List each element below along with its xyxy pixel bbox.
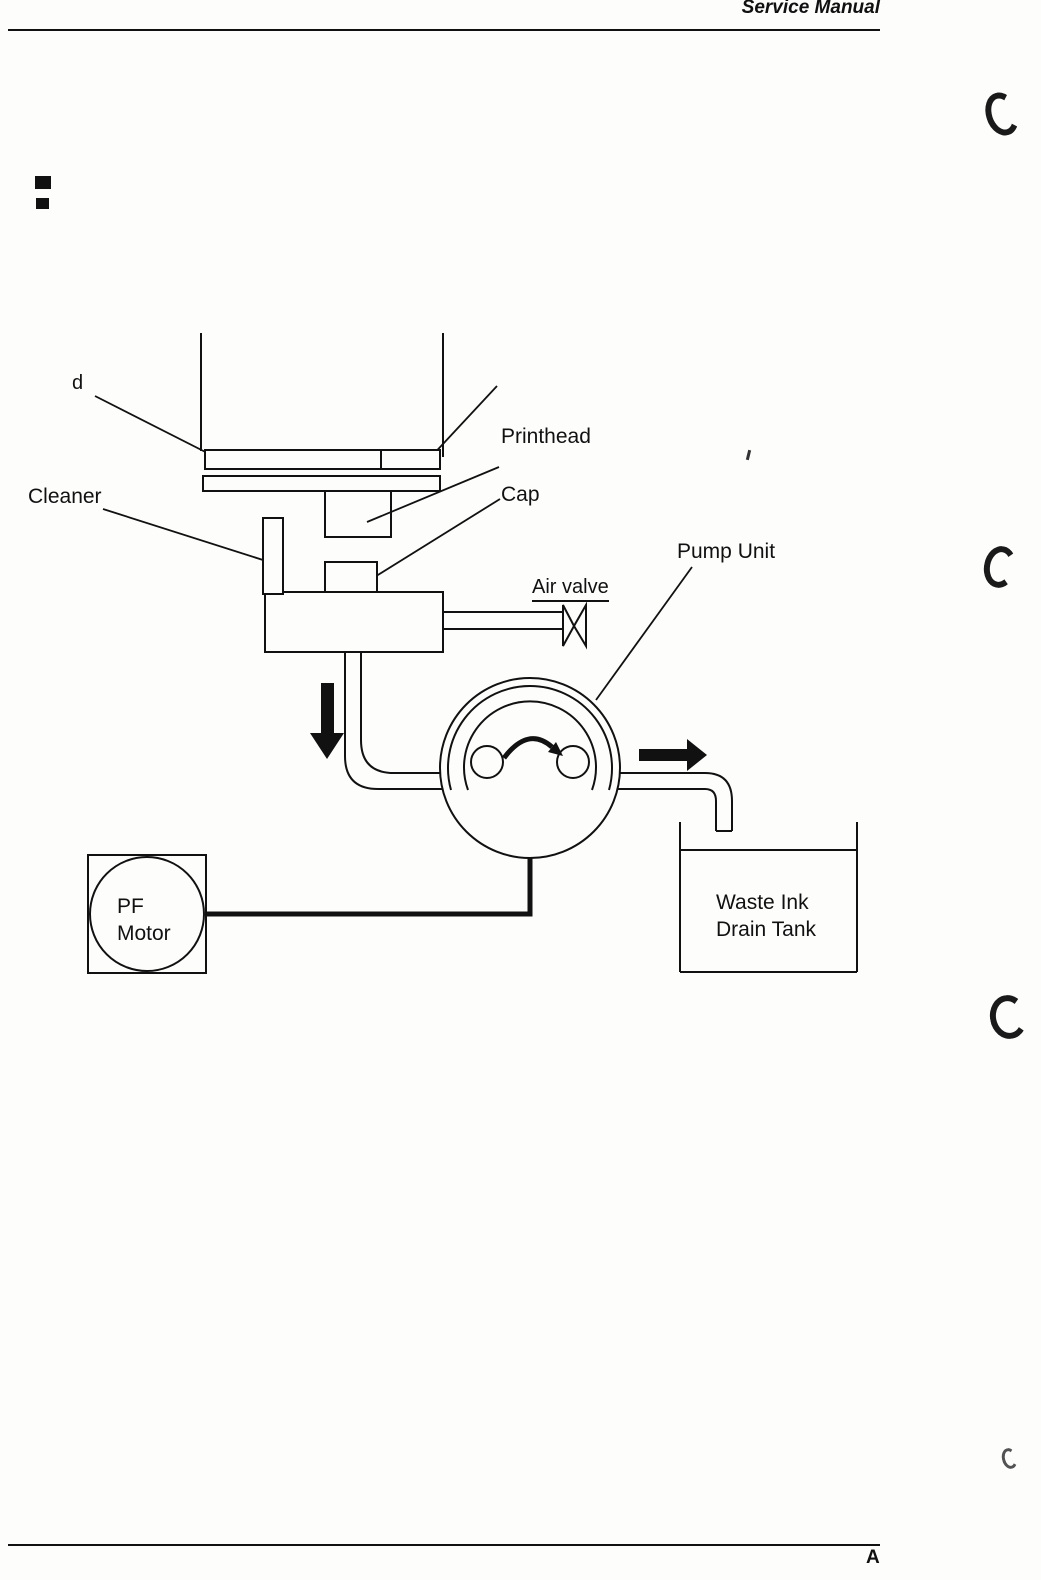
label-pf-motor: PF Motor bbox=[117, 893, 171, 947]
flow-down-arrow bbox=[310, 683, 344, 759]
printhead-leader-line bbox=[428, 385, 498, 460]
page-title: Service Manual bbox=[741, 0, 880, 18]
waste-tank-text-line2: Drain Tank bbox=[716, 918, 816, 941]
cap-base-unit bbox=[264, 591, 444, 653]
label-cleaner: Cleaner bbox=[28, 485, 102, 508]
pump-rotation-arrowhead bbox=[548, 742, 563, 756]
inlet-tube-inner-line bbox=[360, 652, 455, 774]
printhead-nozzle-plate bbox=[324, 491, 392, 538]
label-waste-ink-tank: Waste Ink Drain Tank bbox=[716, 889, 816, 943]
pf-motor-text-line1: PF bbox=[117, 895, 144, 918]
pump-unit-leader-line bbox=[595, 566, 693, 701]
pump-rotation-arrow-arc bbox=[502, 736, 554, 760]
pump-roller-left bbox=[470, 745, 504, 779]
label-pump-unit: Pump Unit bbox=[677, 540, 776, 563]
page-footer-label: A bbox=[866, 1547, 880, 1568]
header-divider bbox=[8, 29, 880, 31]
cap-leader-line bbox=[372, 498, 501, 579]
outlet-tube-inner-line bbox=[612, 788, 717, 831]
printhead-band-lower bbox=[202, 475, 441, 492]
pump-tube-wrap-inner bbox=[463, 700, 597, 791]
cap bbox=[324, 561, 378, 593]
list-bullet-square bbox=[35, 176, 51, 189]
pf-motor-text-line2: Motor bbox=[117, 922, 171, 945]
air-valve-left-triangle bbox=[562, 604, 576, 647]
waste-tank-text-line1: Waste Ink bbox=[716, 891, 809, 914]
flow-right-arrow bbox=[639, 739, 707, 771]
motor-drive-link bbox=[205, 858, 533, 917]
label-cap: Cap bbox=[501, 483, 540, 506]
outlet-tube-outer-line bbox=[612, 772, 733, 831]
pump-body bbox=[439, 677, 621, 859]
air-valve-right-triangle bbox=[572, 601, 587, 650]
label-air-valve: Air valve bbox=[532, 576, 609, 602]
printhead-leader-line-2 bbox=[366, 466, 500, 523]
label-printhead: Printhead bbox=[501, 425, 591, 448]
pf-motor-body bbox=[89, 856, 205, 972]
label-d: d bbox=[72, 372, 84, 394]
footer-divider bbox=[8, 1544, 880, 1546]
pump-roller-right bbox=[556, 745, 590, 779]
pump-tube-wrap-outer bbox=[447, 685, 613, 791]
list-bullet-square bbox=[36, 198, 49, 209]
printhead-band-upper bbox=[204, 449, 441, 470]
inlet-tube-outer-line bbox=[344, 652, 455, 790]
cleaner-leader-line bbox=[102, 508, 264, 561]
cleaner-blade bbox=[262, 517, 284, 595]
